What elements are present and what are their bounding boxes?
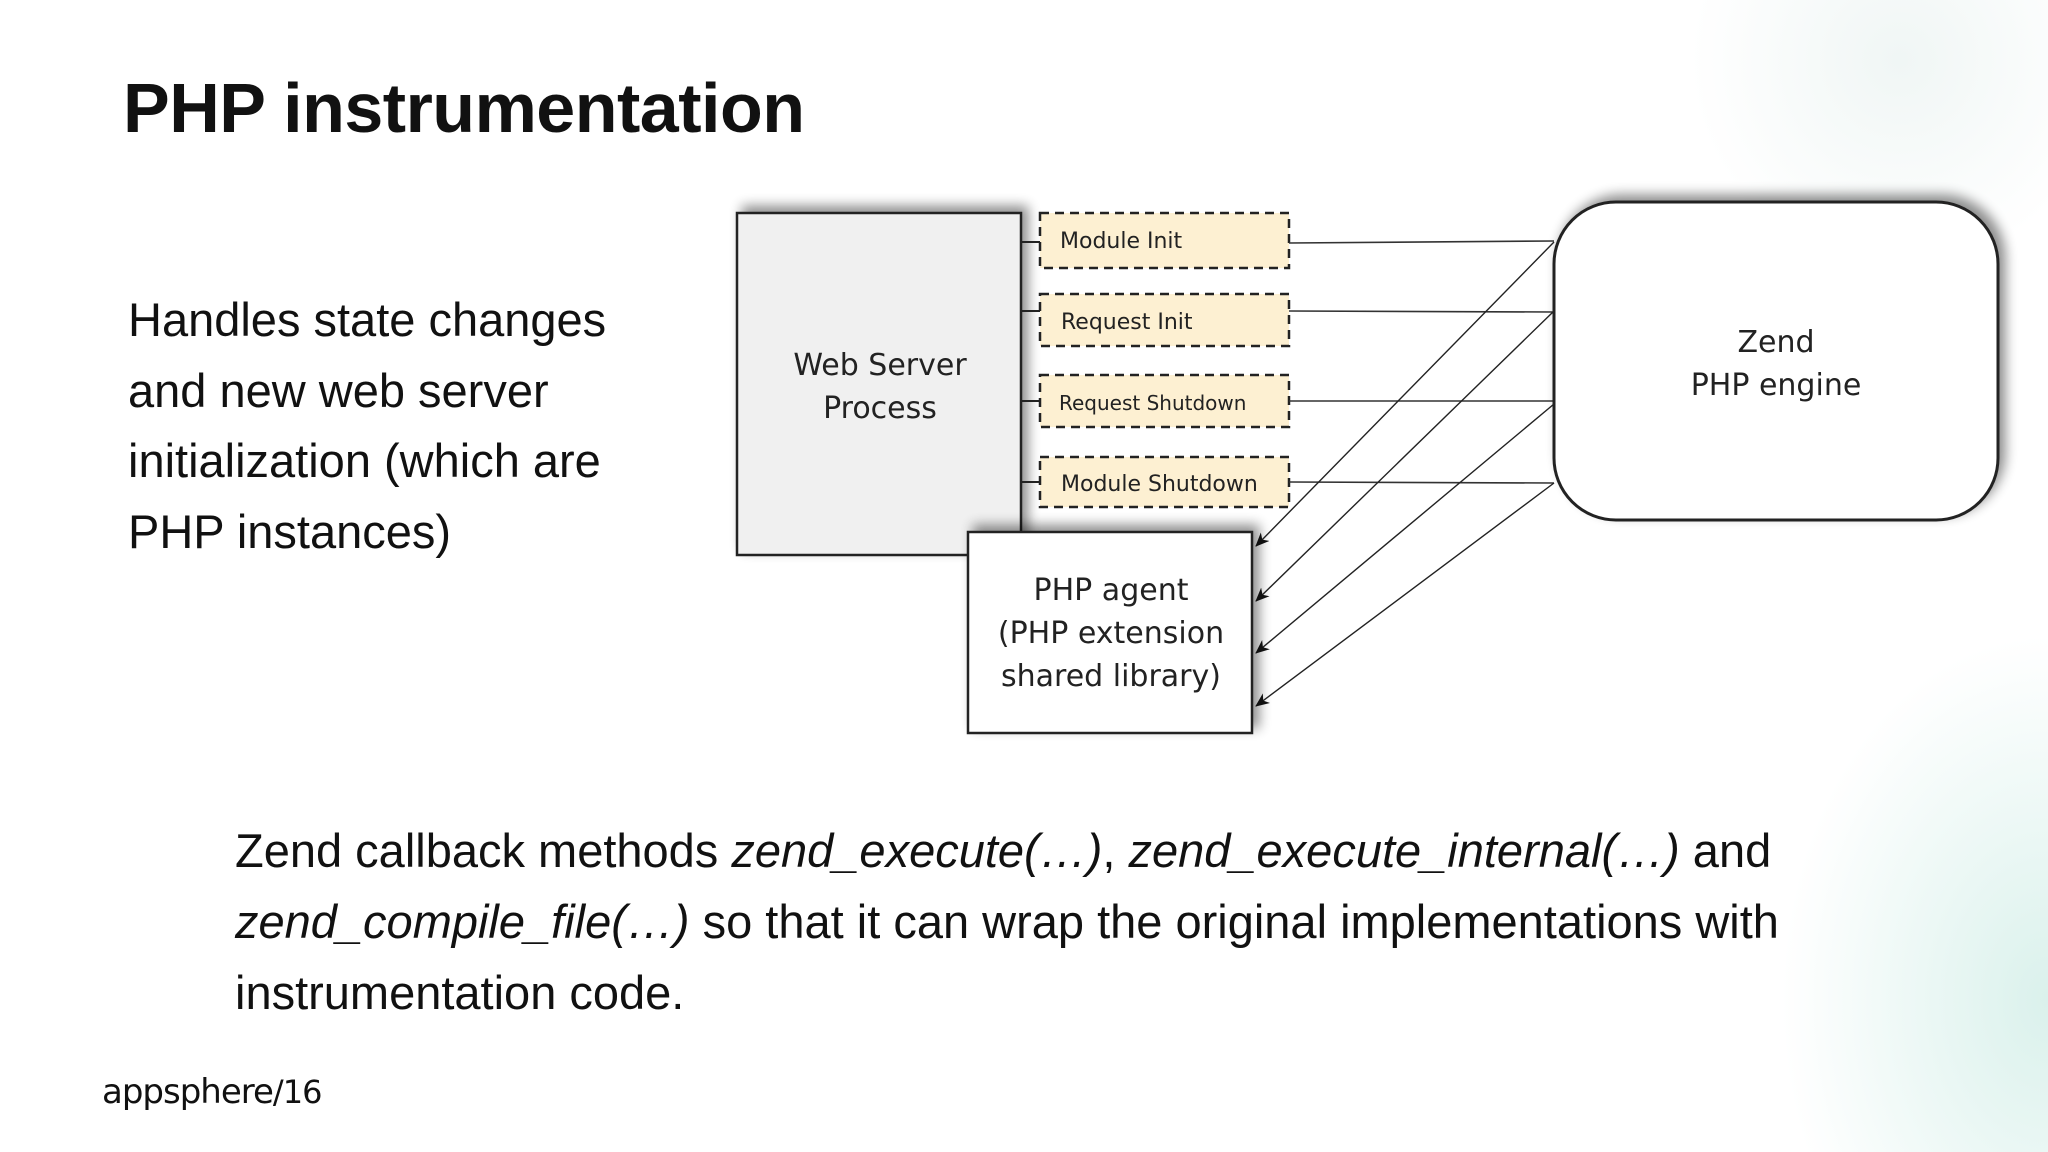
bottom-paragraph: Zend callback methods zend_execute(…), z… <box>235 815 1935 1028</box>
agent-label-line1: PHP agent <box>1034 573 1189 608</box>
arrow <box>1255 482 1555 707</box>
logo-text: appsphere <box>102 1072 274 1112</box>
hook-to-zend-lines <box>1288 240 1555 484</box>
zend-engine-box: Zend PHP engine <box>1552 200 2000 522</box>
zend-label-line2: PHP engine <box>1691 368 1862 403</box>
hook-connectors <box>1021 241 1040 483</box>
arrow <box>1255 403 1555 654</box>
hook-request-shutdown: Request Shutdown <box>1038 373 1291 429</box>
hook-label: Request Init <box>1061 310 1193 335</box>
php-agent-box: PHP agent (PHP extension shared library) <box>966 530 1254 735</box>
web-server-process-box: Web Server Process <box>735 211 1023 557</box>
hook-module-shutdown: Module Shutdown <box>1038 455 1291 509</box>
hook-label: Request Shutdown <box>1059 391 1246 415</box>
slide-title: PHP instrumentation <box>123 69 805 147</box>
web-server-label-line1: Web Server <box>793 348 967 383</box>
hook-label: Module Shutdown <box>1061 472 1258 497</box>
web-server-label-line2: Process <box>823 391 937 426</box>
left-paragraph: Handles state changes and new web server… <box>128 293 607 558</box>
arrow <box>1255 310 1555 602</box>
zend-label-line1: Zend <box>1737 325 1814 360</box>
text: so that it can wrap the original impleme… <box>235 895 1779 1019</box>
page-number: /16 <box>272 1073 322 1111</box>
hook-module-init: Module Init <box>1038 211 1291 270</box>
hook-request-init: Request Init <box>1038 292 1291 348</box>
function-name: zend_compile_file(…) <box>235 895 690 948</box>
appsphere-logo: appsphere/16 <box>102 1072 322 1112</box>
callback-arrows <box>1255 241 1555 707</box>
text: and <box>1679 824 1772 877</box>
function-name: zend_execute_internal(…) <box>1128 824 1680 877</box>
arrow <box>1255 241 1555 547</box>
hook-label: Module Init <box>1060 229 1183 254</box>
text: Zend callback methods <box>235 824 732 877</box>
function-name: zend_execute(…) <box>731 824 1103 877</box>
text: , <box>1102 824 1129 877</box>
agent-label-line3: shared library) <box>1001 659 1221 694</box>
agent-label-line2: (PHP extension <box>998 616 1224 651</box>
